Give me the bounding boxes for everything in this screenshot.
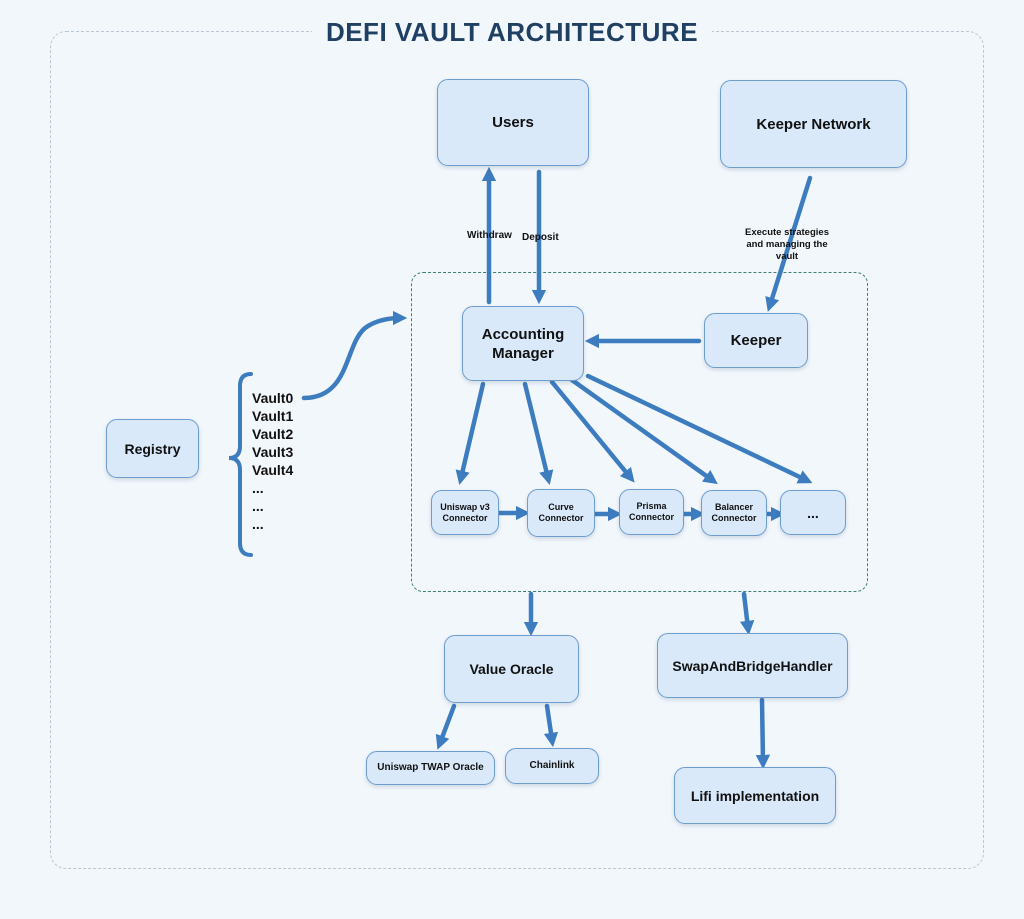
vault-item: Vault2 (252, 426, 294, 442)
curve-connector-node[interactable]: Curve Connector (527, 489, 595, 537)
uniswap-v3-connector-node[interactable]: Uniswap v3 Connector (431, 490, 499, 535)
prisma-connector-label: Prisma Connector (629, 501, 674, 522)
uniswap-v3-connector-label: Uniswap v3 Connector (440, 501, 490, 523)
vault-item: ... (252, 480, 264, 496)
accounting-to-curve-arrow (522, 381, 554, 485)
vault-item: ... (252, 516, 264, 532)
deposit-label: Deposit (522, 232, 559, 243)
keeper-node[interactable]: Keeper (704, 313, 808, 368)
swap-and-bridge-handler-node[interactable]: SwapAndBridgeHandler (657, 633, 848, 698)
vault-item: Vault0 (252, 390, 294, 406)
execute-strategies-label: Execute strategies and managing the vaul… (745, 227, 829, 262)
accounting-manager-label: Accounting Manager (481, 325, 565, 362)
balancer-connector-node[interactable]: Balancer Connector (701, 490, 767, 536)
vault-item: Vault4 (252, 462, 294, 478)
diagram-title: DEFI VAULT ARCHITECTURE (312, 14, 712, 50)
keeper-network-to-keeper-arrow (765, 175, 813, 312)
keeper-network-node[interactable]: Keeper Network (720, 80, 907, 168)
accounting-to-uniswap-arrow (455, 381, 486, 486)
registry-vaults-brace (228, 372, 253, 557)
uniswap-twap-oracle-label: Uniswap TWAP Oracle (377, 762, 484, 773)
oracle-to-uniswap-twap-arrow (435, 703, 457, 750)
accounting-manager-node[interactable]: Accounting Manager (462, 306, 584, 381)
vault-item: Vault3 (252, 444, 294, 460)
keeper-label: Keeper (730, 332, 782, 349)
chainlink-node[interactable]: Chainlink (505, 748, 599, 784)
users-node[interactable]: Users (437, 79, 589, 166)
balancer-connector-label: Balancer Connector (711, 502, 757, 523)
keeper-network-label: Keeper Network (756, 115, 871, 133)
more-connectors-node[interactable]: ... (780, 490, 846, 535)
registry-vault-list: Vault0 Vault1 Vault2 Vault3 Vault4 ... .… (252, 389, 332, 533)
registry-label: Registry (124, 440, 181, 457)
swap-and-bridge-handler-label: SwapAndBridgeHandler (672, 657, 833, 674)
prisma-connector-node[interactable]: Prisma Connector (619, 489, 684, 535)
registry-to-vault-group-arrow (301, 310, 408, 401)
vault-item: Vault1 (252, 408, 294, 424)
value-oracle-node[interactable]: Value Oracle (444, 635, 579, 703)
accounting-to-prisma-arrow (549, 379, 635, 483)
lifi-implementation-label: Lifi implementation (690, 787, 820, 804)
registry-node[interactable]: Registry (106, 419, 199, 478)
uniswap-twap-oracle-node[interactable]: Uniswap TWAP Oracle (366, 751, 495, 785)
vault-item: ... (252, 498, 264, 514)
oracle-to-chainlink-arrow (543, 703, 559, 748)
lifi-implementation-node[interactable]: Lifi implementation (674, 767, 836, 824)
accounting-to-balancer-arrow (569, 377, 718, 485)
more-connectors-label: ... (807, 504, 819, 521)
users-label: Users (492, 114, 534, 131)
accounting-to-more-arrow (585, 373, 813, 484)
chainlink-label: Chainlink (529, 760, 575, 771)
withdraw-label: Withdraw (467, 230, 512, 241)
curve-connector-label: Curve Connector (538, 502, 584, 523)
vault-core-group (411, 272, 868, 592)
group-to-swap-handler-arrow (740, 591, 755, 636)
swap-handler-to-lifi-arrow (755, 697, 771, 770)
value-oracle-label: Value Oracle (469, 661, 554, 677)
